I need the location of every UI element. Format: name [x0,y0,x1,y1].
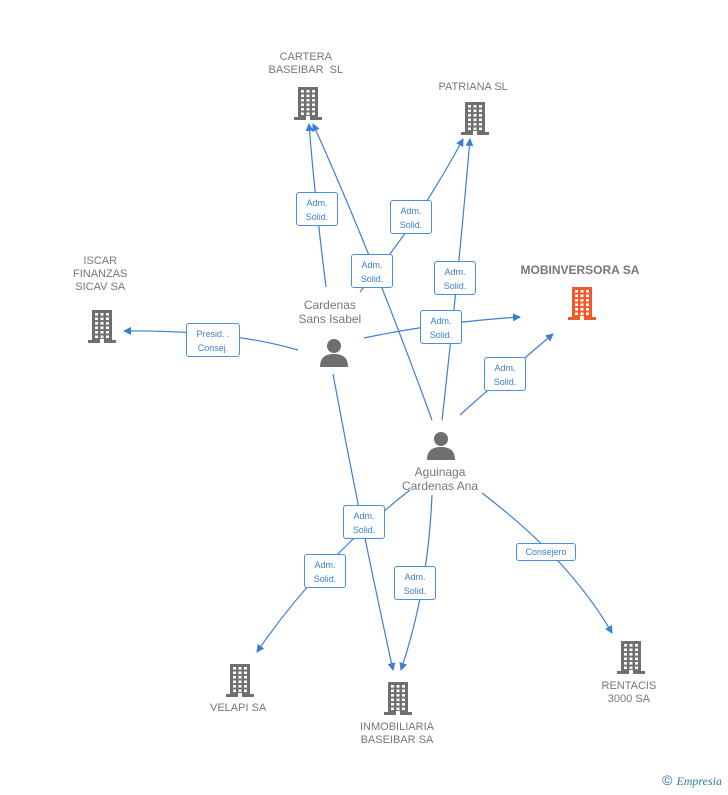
watermark-text: Empresia [676,774,722,788]
building-icon[interactable] [86,308,118,349]
role-label-cardenas-mobinversora[interactable]: Adm. Solid. [420,310,462,344]
role-label-cardenas-iscar[interactable]: Presid. . Consej. [186,323,240,357]
empresia-watermark: ©Empresia [662,772,722,789]
company-label-inmobiliaria[interactable]: INMOBILIARIA BASEIBAR SA [360,721,434,746]
person-label-cardenas[interactable]: Cardenas Sans Isabel [298,298,362,326]
building-icon[interactable] [615,639,647,680]
company-label-mobinversora[interactable]: MOBINVERSORA SA [520,263,640,277]
role-label-cardenas-patriana[interactable]: Adm. Solid. [390,200,432,234]
copyright-icon: © [662,772,673,788]
company-label-patriana[interactable]: PATRIANA SL [438,81,508,93]
role-label-aguinaga-velapi[interactable]: Adm. Solid. [304,554,346,588]
building-icon[interactable] [459,100,491,141]
role-label-aguinaga-patriana[interactable]: Adm. Solid. [434,261,476,295]
person-icon[interactable] [319,337,349,372]
role-label-cardenas-inmobiliaria[interactable]: Adm. Solid. [343,505,385,539]
company-label-iscar[interactable]: ISCAR FINANZAS SICAV SA [73,255,128,293]
company-label-cartera[interactable]: CARTERA BASEIBAR SL [268,51,344,76]
building-icon[interactable] [566,285,598,326]
role-label-aguinaga-rentacis[interactable]: Consejero [516,543,576,561]
building-icon[interactable] [292,85,324,126]
building-icon[interactable] [224,662,256,703]
building-icon[interactable] [382,680,414,721]
role-label-aguinaga-mobinversora[interactable]: Adm. Solid. [484,357,526,391]
role-label-cardenas-cartera[interactable]: Adm. Solid. [296,192,338,226]
company-label-rentacis[interactable]: RENTACIS 3000 SA [601,680,657,705]
role-label-aguinaga-inmobiliaria[interactable]: Adm. Solid. [394,566,436,600]
person-label-aguinaga[interactable]: Aguinaga Cardenas Ana [402,465,479,493]
company-label-velapi[interactable]: VELAPI SA [210,702,267,714]
person-icon[interactable] [426,430,456,465]
role-label-aguinaga-cartera[interactable]: Adm. Solid. [351,254,393,288]
relation-edge-aguinaga-rentacis [481,492,613,634]
